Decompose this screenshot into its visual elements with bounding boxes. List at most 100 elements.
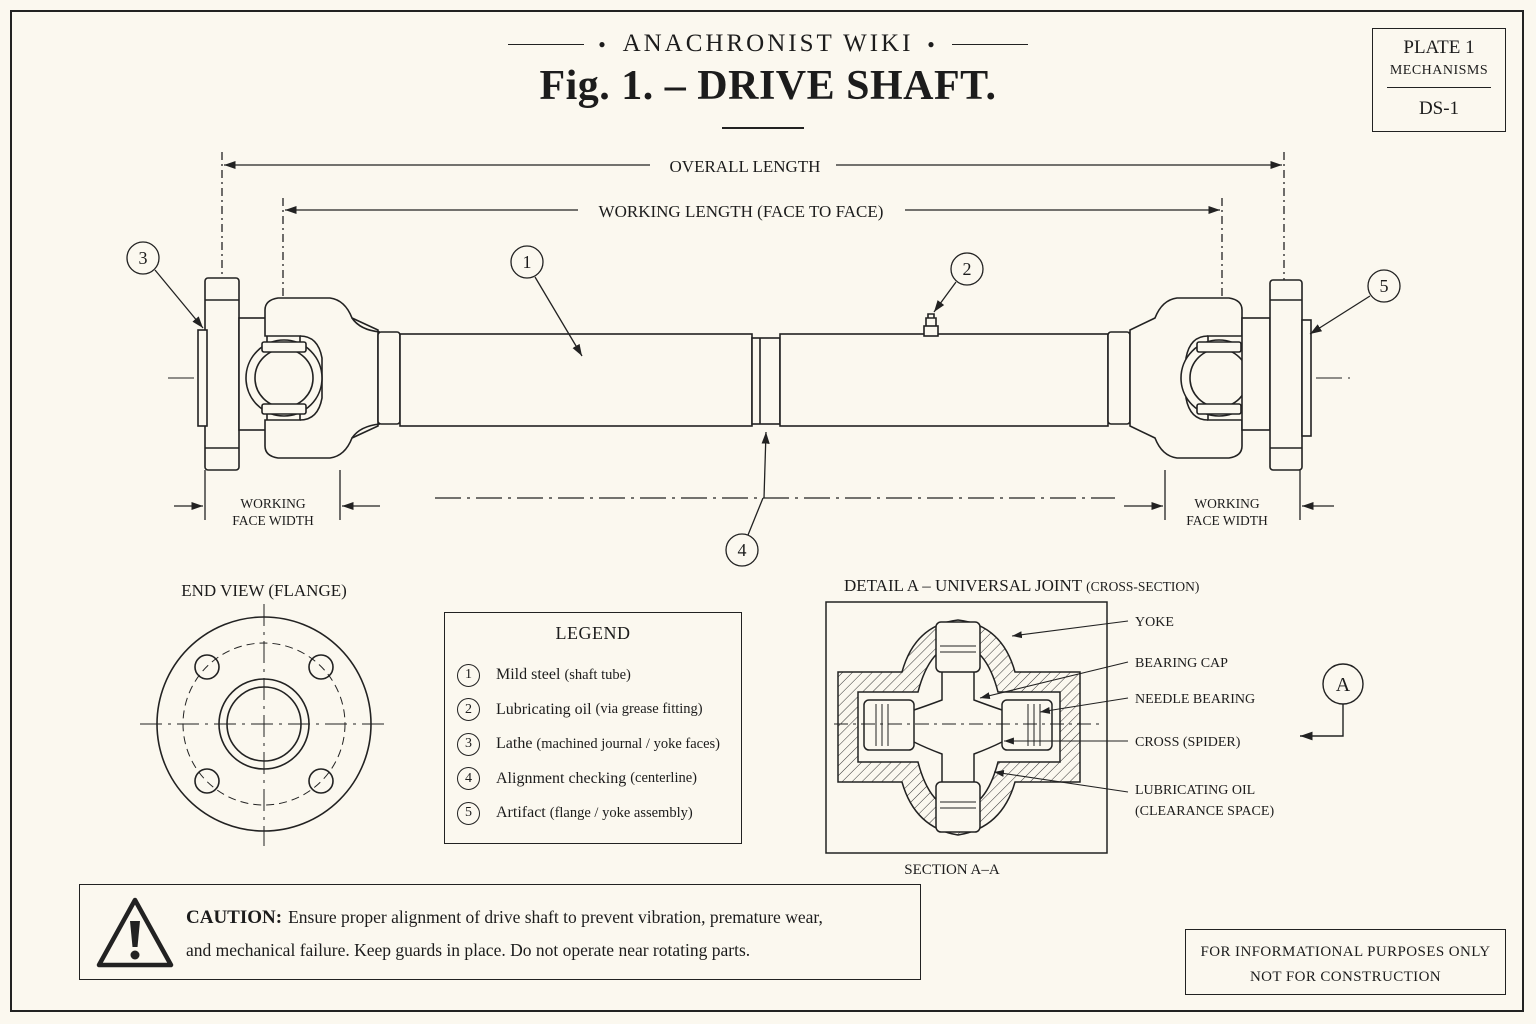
disclaimer-line1: FOR INFORMATIONAL PURPOSES ONLY <box>1200 944 1491 960</box>
title-underline <box>722 127 804 129</box>
legend-note: (centerline) <box>630 770 698 787</box>
legend-number: 3 <box>457 732 480 756</box>
callout-4-pointer <box>761 431 770 499</box>
callout-1-number: 1 <box>523 252 532 272</box>
bearing-cap-right <box>1001 699 1053 751</box>
grease-fitting-base <box>923 325 939 337</box>
drive-shaft <box>168 277 1350 471</box>
plate-category: MECHANISMS <box>1389 63 1489 78</box>
plate-box: PLATE 1 MECHANISMS DS-1 <box>1372 28 1506 132</box>
section-marker-arrow <box>1300 704 1344 741</box>
legend-number: 4 <box>457 767 480 791</box>
left-bearing-inner <box>254 348 314 408</box>
flange-bore-outer <box>218 678 310 770</box>
callout-5-circle <box>1367 269 1401 303</box>
leader-yoke <box>1011 620 1129 639</box>
bolt-hole-tl <box>194 654 220 680</box>
needle-bearings <box>875 645 1041 809</box>
bolt-hole-bl <box>194 768 220 794</box>
face-width-left-line1: WORKING <box>240 496 305 511</box>
callout-3-circle <box>126 241 160 275</box>
legend-note: (shaft tube) <box>564 666 631 683</box>
left-flange <box>204 277 240 471</box>
leader-needle-bearing <box>1039 697 1129 714</box>
left-yoke-fillet <box>351 317 381 439</box>
section-marker-letter: A <box>1336 674 1351 696</box>
label-lube-line2: (CLEARANCE SPACE) <box>1135 804 1274 819</box>
detail-title: DETAIL A – UNIVERSAL JOINT (CROSS-SECTIO… <box>844 576 1199 595</box>
plate-code: DS-1 <box>1418 98 1460 119</box>
dimension-lines <box>174 152 1334 520</box>
shaft-tube-right <box>779 333 1109 427</box>
face-width-right-line1: WORKING <box>1194 496 1259 511</box>
caution-heading: CAUTION: <box>186 907 283 928</box>
header: ● ANACHRONIST WIKI ● Fig. 1. – DRIVE SHA… <box>0 30 1536 110</box>
legend-note: (via grease fitting) <box>595 701 703 718</box>
end-view-flange <box>140 604 388 846</box>
callout-2-leader <box>933 281 957 313</box>
shaft-slip-joint <box>751 337 781 425</box>
right-flange-pilot <box>1301 319 1312 437</box>
title-rule-left <box>508 43 585 45</box>
title-rule-right <box>951 43 1028 45</box>
right-flange-hub <box>1241 317 1271 431</box>
flange-bore-inner <box>226 686 302 762</box>
caution-text: CAUTION:Ensure proper alignment of drive… <box>186 901 906 967</box>
bolt-hole-br <box>308 768 334 794</box>
left-cross-arm-bottom <box>261 403 307 415</box>
bearing-cap-left <box>863 699 915 751</box>
right-yoke-collar <box>1107 331 1131 425</box>
working-length-label: WORKING LENGTH (FACE TO FACE) <box>599 202 884 221</box>
legend-label: Alignment checking <box>496 769 627 787</box>
flange-outer <box>156 616 372 832</box>
left-cross-arm-top <box>261 341 307 353</box>
callout-5-number: 5 <box>1380 276 1389 296</box>
legend-item: 4 Alignment checking (centerline) <box>457 762 741 797</box>
label-bearing-cap: BEARING CAP <box>1135 656 1228 671</box>
universal-joint-section <box>834 619 1100 836</box>
bearing-cap-top <box>935 621 981 673</box>
wiki-name: ANACHRONIST WIKI <box>622 30 914 57</box>
label-needle-bearing: NEEDLE BEARING <box>1135 692 1255 707</box>
legend-label: Lathe <box>496 735 533 753</box>
section-label: SECTION A–A <box>904 862 1000 878</box>
legend-title: LEGEND <box>555 623 631 643</box>
legend-label: Lubricating oil <box>496 700 592 718</box>
leader-bearing-cap <box>979 661 1129 700</box>
right-cross-arm-bottom <box>1196 403 1242 415</box>
detail-title-note: (CROSS-SECTION) <box>1086 579 1199 594</box>
callout-3-number: 3 <box>139 248 148 268</box>
section-marker <box>1300 663 1364 741</box>
wiki-title-line: ● ANACHRONIST WIKI ● <box>0 30 1536 58</box>
plate-number: PLATE 1 <box>1403 37 1475 58</box>
left-yoke-collar <box>377 331 401 425</box>
drawing-border <box>10 10 1524 1012</box>
figure-title: Fig. 1. – DRIVE SHAFT. <box>539 63 997 109</box>
right-bearing-inner <box>1189 348 1249 408</box>
title-dot-left: ● <box>598 36 609 51</box>
right-cross-arm-top <box>1196 341 1242 353</box>
legend-item: 3 Lathe (machined journal / yoke faces) <box>457 727 741 762</box>
callout-5-leader <box>1309 295 1371 335</box>
legend-label: Artifact <box>496 804 546 822</box>
title-dot-right: ● <box>927 36 938 51</box>
shaft-tube-left <box>399 333 753 427</box>
callout-4-leader <box>747 497 764 536</box>
label-cross: CROSS (SPIDER) <box>1135 735 1241 750</box>
detail-box <box>825 601 1108 854</box>
face-width-right-line2: FACE WIDTH <box>1186 513 1268 528</box>
legend-note: (flange / yoke assembly) <box>549 804 693 821</box>
callout-2-number: 2 <box>963 259 972 279</box>
callout-1-leader <box>534 276 583 357</box>
legend-note: (machined journal / yoke faces) <box>536 735 721 752</box>
caution-line1: Ensure proper alignment of drive shaft t… <box>288 907 823 927</box>
label-lube-line1: LUBRICATING OIL <box>1135 783 1255 798</box>
grease-fitting-nipple <box>925 313 937 326</box>
caution-line2: and mechanical failure. Keep guards in p… <box>186 940 751 960</box>
left-flange-pilot <box>197 329 208 427</box>
